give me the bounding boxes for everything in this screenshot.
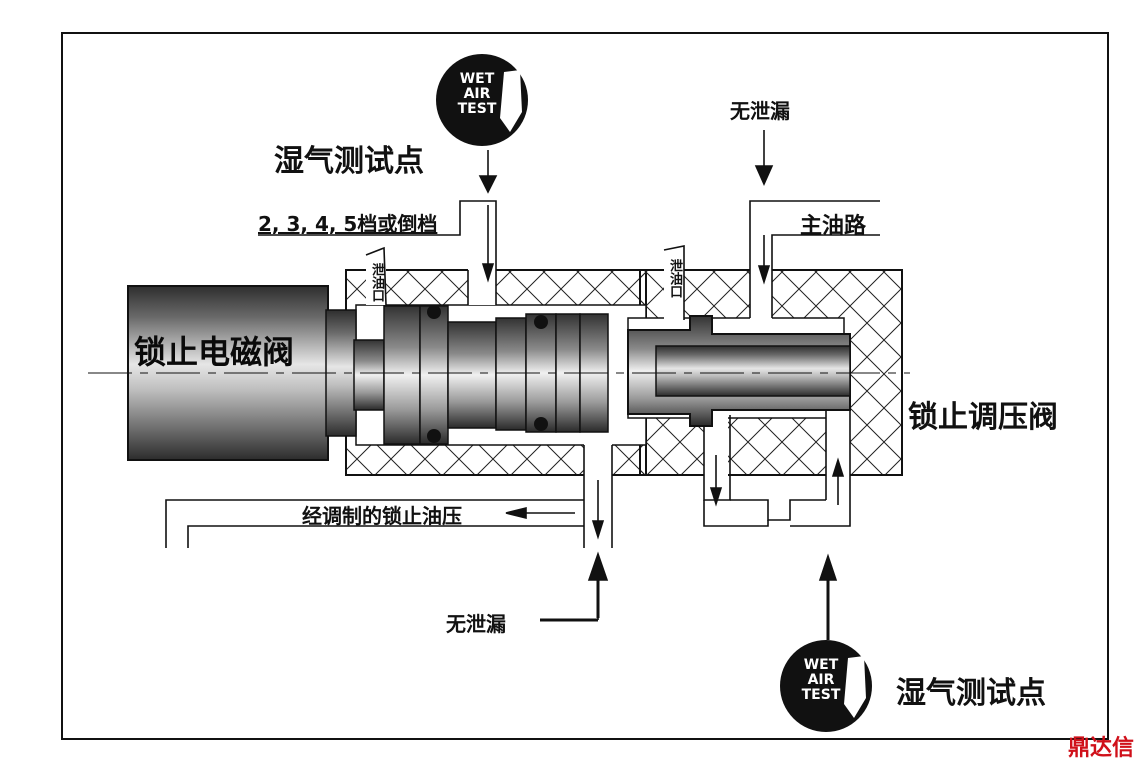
passage-top-left	[468, 201, 496, 305]
label-lockup-reg-valve: 锁止调压阀	[908, 400, 1058, 435]
label-main-line: 主油路	[800, 214, 867, 239]
label-modulated-pressure: 经调制的锁止油压	[302, 504, 462, 528]
solenoid-shaft	[353, 339, 385, 411]
label-exhaust-port-1: 泄油口	[369, 262, 384, 302]
wet-air-test-icon	[436, 54, 528, 146]
label-wet-air-point-bottom: 湿气测试点	[896, 676, 1046, 711]
spool-land-1	[383, 305, 421, 445]
o-ring	[534, 315, 548, 329]
o-ring	[427, 305, 441, 319]
exhaust-slot-1	[366, 255, 386, 305]
outer-frame	[61, 32, 1109, 740]
exhaust-slot-2	[664, 250, 684, 320]
label-wet-air-point-top: 湿气测试点	[274, 144, 424, 179]
regulator-stem	[655, 345, 851, 397]
flow-arrows	[478, 130, 845, 640]
label-lockup-solenoid: 锁止电磁阀	[134, 333, 295, 371]
o-ring	[534, 417, 548, 431]
spool-land-2	[419, 305, 449, 445]
passage-lines	[165, 200, 880, 548]
o-ring	[427, 429, 441, 443]
label-exhaust-port-2: 泄油口	[667, 258, 682, 298]
label-no-leak-top: 无泄漏	[730, 99, 790, 123]
watermark-logo: 鼎达信	[1068, 736, 1135, 761]
wet-air-test-icon	[780, 640, 872, 732]
label-gears: 2, 3, 4, 5档或倒档	[258, 212, 438, 236]
spool-land-3	[495, 317, 527, 431]
spool-neck	[447, 321, 497, 429]
label-no-leak-bottom: 无泄漏	[446, 612, 506, 636]
passage-top-right	[750, 201, 772, 321]
